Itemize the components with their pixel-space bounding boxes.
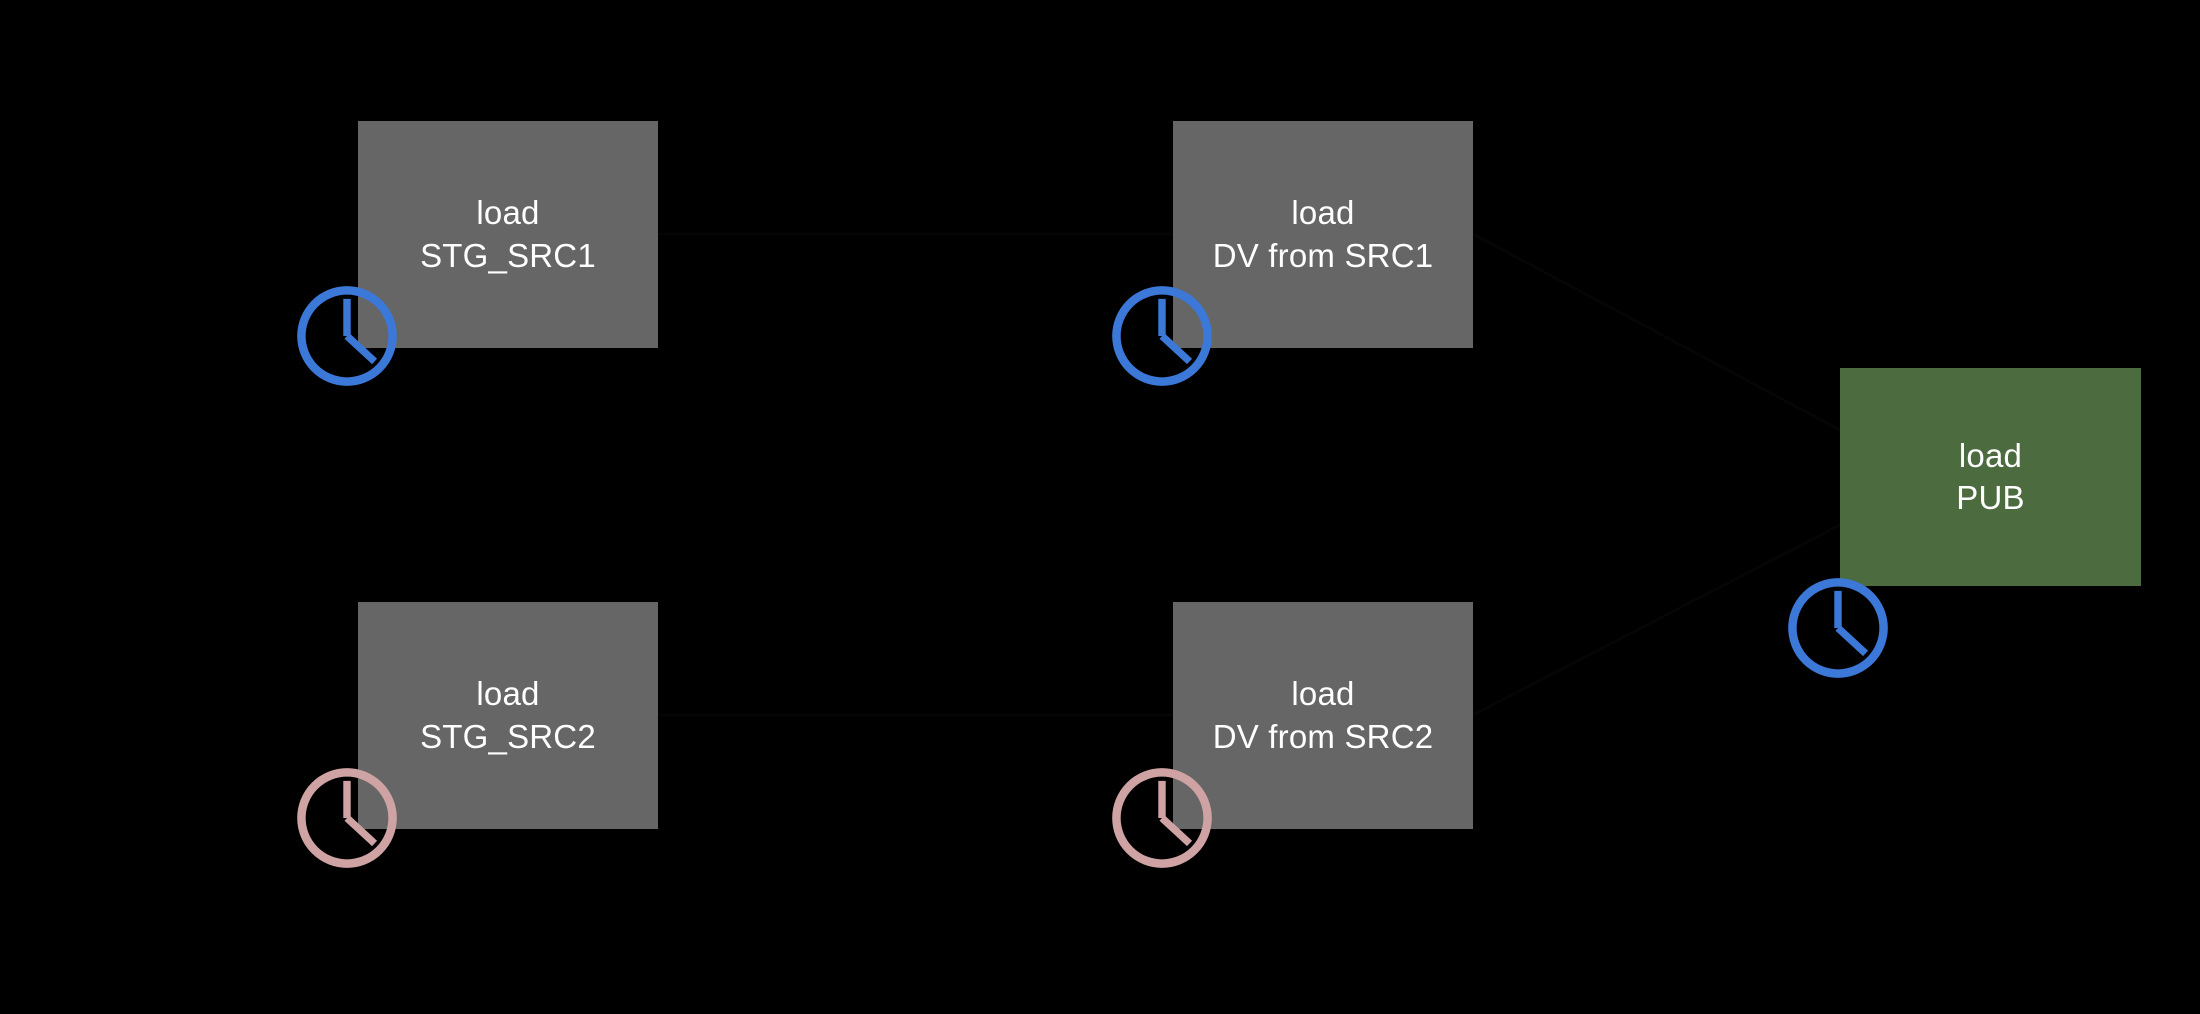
clock-hour-hand [1159, 815, 1193, 847]
clock-ring [1112, 768, 1212, 868]
clock-ring [297, 286, 397, 386]
clock-ring [297, 768, 397, 868]
clock-hour-hand [344, 333, 378, 365]
clock-icon-load-stg-src1[interactable] [294, 283, 400, 389]
node-load-dv-from-src2[interactable]: load DV from SRC2 [1173, 602, 1473, 829]
clock-hour-hand [1835, 625, 1869, 657]
node-load-dv-from-src1[interactable]: load DV from SRC1 [1173, 121, 1473, 348]
node-label-load-pub: load PUB [1956, 436, 2025, 516]
clock-icon-load-pub[interactable] [1785, 575, 1891, 681]
clock-glyph [1112, 286, 1212, 386]
clock-glyph [1788, 578, 1888, 678]
clock-hour-hand [1159, 333, 1193, 365]
edge-dv1-to-pub [1472, 232, 1841, 432]
clock-hour-hand [344, 815, 378, 847]
clock-icon-load-stg-src2[interactable] [294, 765, 400, 871]
clock-glyph [297, 768, 397, 868]
clock-ring [1112, 286, 1212, 386]
node-label-load-dv-from-src2: load DV from SRC2 [1212, 675, 1434, 755]
clock-icon-load-dv-from-src1[interactable] [1109, 283, 1215, 389]
node-load-stg-src1[interactable]: load STG_SRC1 [358, 121, 658, 348]
clock-glyph [1112, 768, 1212, 868]
clock-ring [1788, 578, 1888, 678]
node-load-pub[interactable]: load PUB [1840, 368, 2141, 586]
clock-glyph [297, 286, 397, 386]
node-label-load-stg-src1: load STG_SRC1 [420, 194, 596, 274]
node-label-load-dv-from-src1: load DV from SRC1 [1212, 194, 1434, 274]
clock-icon-load-dv-from-src2[interactable] [1109, 765, 1215, 871]
node-load-stg-src2[interactable]: load STG_SRC2 [358, 602, 658, 829]
node-label-load-stg-src2: load STG_SRC2 [420, 675, 596, 755]
